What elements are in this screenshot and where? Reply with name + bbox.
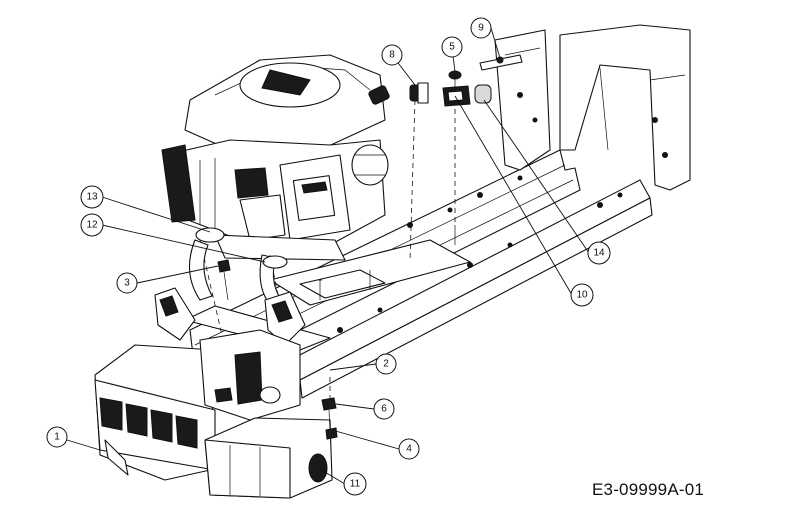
part-14-sleeve [474, 84, 492, 104]
svg-text:5: 5 [449, 42, 455, 53]
callout-4: 4 [398, 438, 420, 460]
svg-text:4: 4 [406, 444, 412, 455]
callout-12: 12 [80, 213, 104, 237]
svg-text:1: 1 [54, 432, 60, 443]
part-8-fitting [409, 82, 429, 104]
svg-text:10: 10 [576, 290, 588, 301]
drawing-code: E3-09999A-01 [592, 480, 705, 499]
leader-lines [56, 27, 590, 485]
part-6-4-hardware [321, 397, 338, 440]
callout-3: 3 [116, 272, 138, 294]
front-support [199, 329, 301, 421]
svg-text:3: 3 [124, 278, 130, 289]
mounting-brackets [154, 287, 306, 346]
svg-text:14: 14 [593, 248, 605, 259]
svg-text:8: 8 [389, 50, 395, 61]
callout-9: 9 [470, 17, 492, 39]
part-9-pin [479, 54, 523, 71]
callout-2: 2 [375, 353, 397, 375]
svg-text:13: 13 [86, 192, 98, 203]
callout-6: 6 [373, 398, 395, 420]
part-11-muffler [204, 417, 333, 499]
part-10-valve [442, 85, 471, 107]
callout-11: 11 [343, 472, 367, 496]
callout-14: 14 [587, 241, 611, 265]
callout-5: 5 [441, 36, 463, 58]
svg-text:2: 2 [383, 359, 389, 370]
svg-text:6: 6 [381, 404, 387, 415]
part-1-front-grille [94, 344, 216, 481]
callout-1: 1 [46, 426, 68, 448]
svg-text:9: 9 [478, 23, 484, 34]
part-3-bolt [217, 259, 231, 301]
callout-8: 8 [381, 44, 403, 66]
engine [161, 54, 390, 261]
svg-text:12: 12 [86, 220, 98, 231]
callout-13: 13 [80, 185, 104, 209]
callout-10: 10 [570, 283, 594, 307]
part-12-13-hoses [189, 227, 288, 303]
svg-text:11: 11 [350, 479, 361, 490]
